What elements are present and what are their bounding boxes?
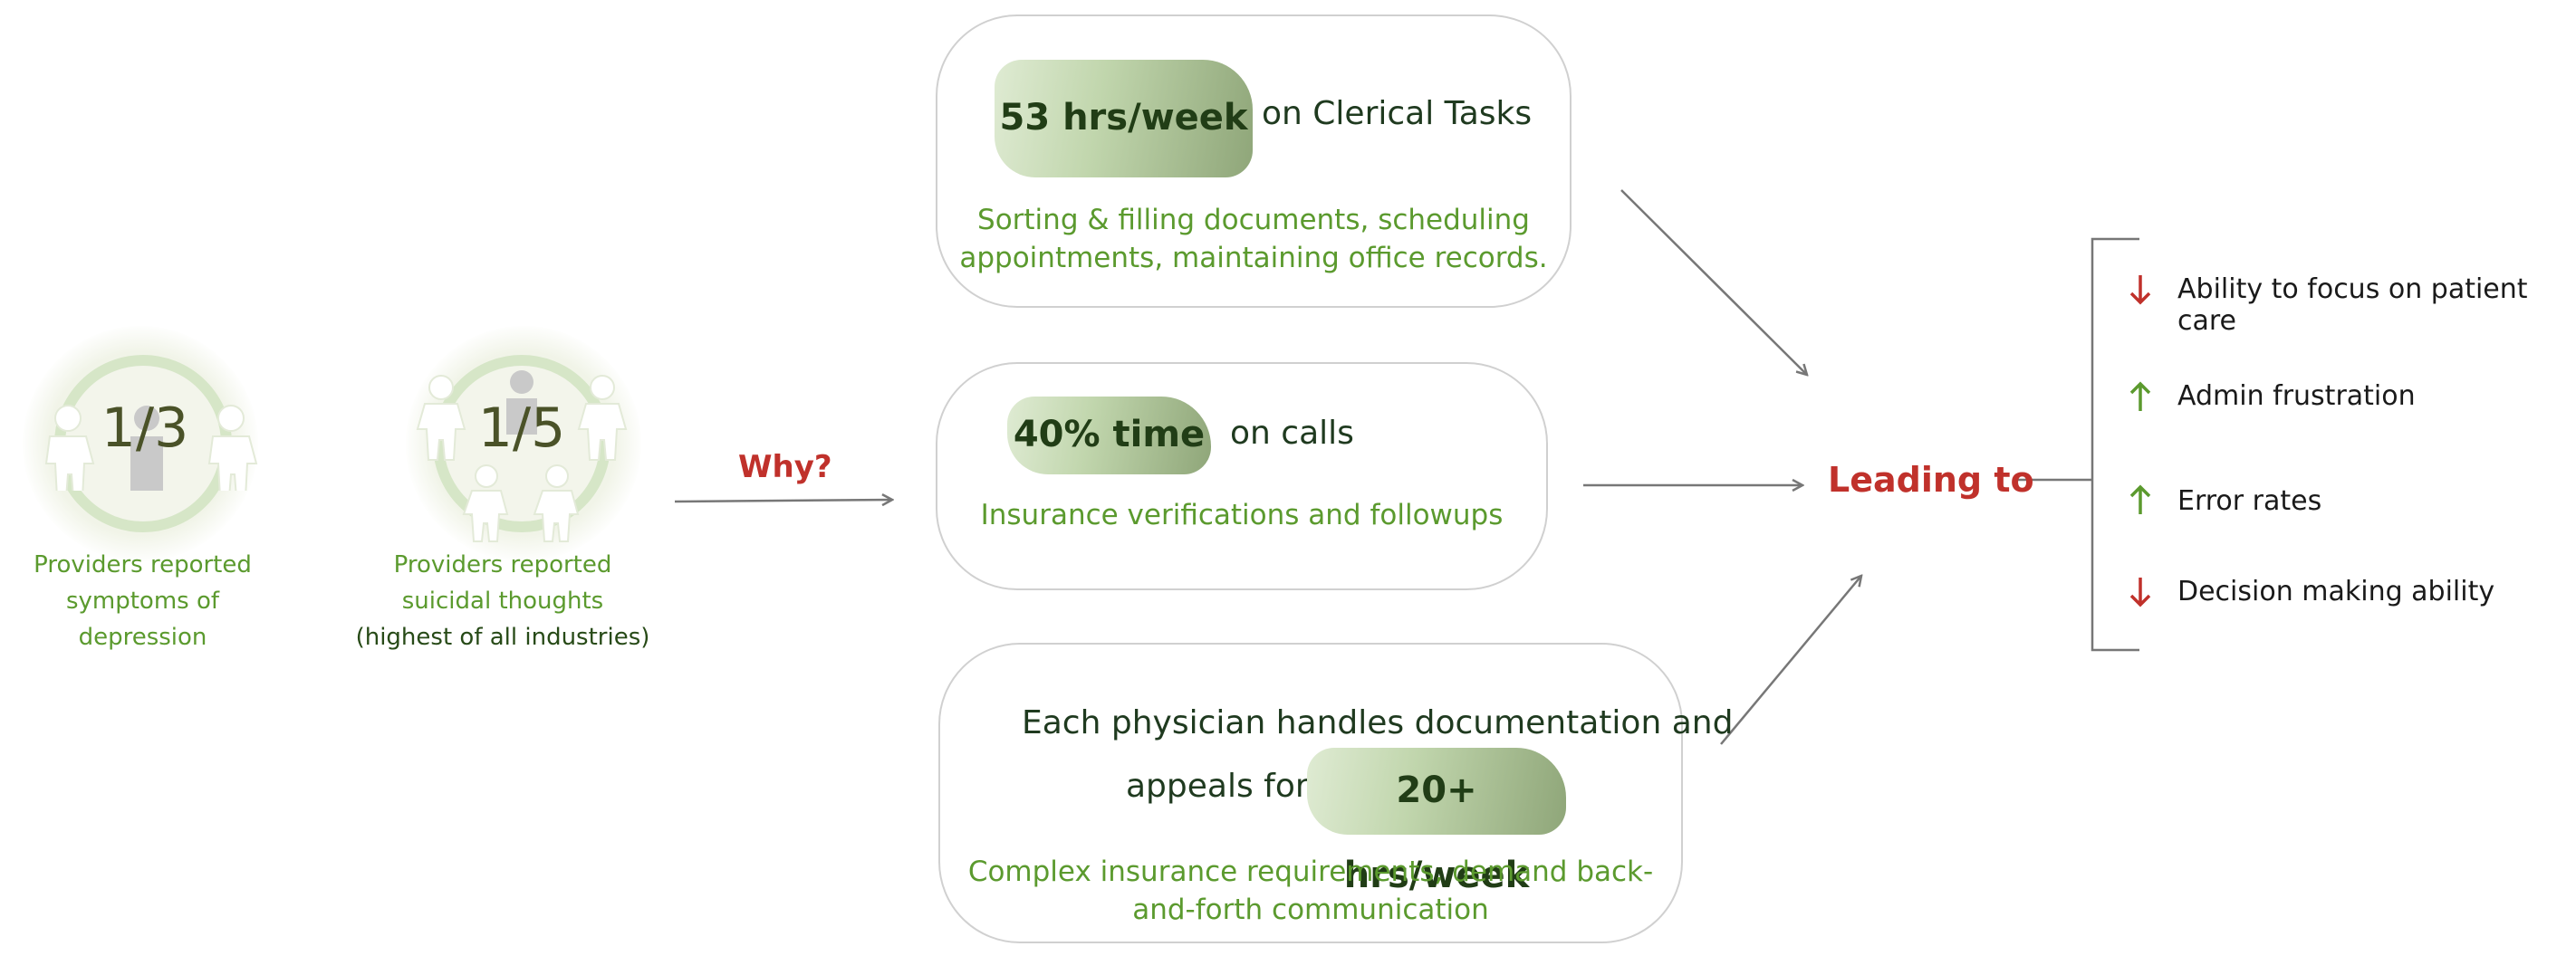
- stat-label-note: (highest of all industries): [355, 624, 650, 651]
- ratio-numerator: 1: [101, 397, 136, 460]
- description-line2: and-forth communication: [1132, 894, 1489, 926]
- ratio-denominator: 5: [531, 397, 566, 460]
- documentation-hours-highlight: 20+ hrs/week: [1307, 748, 1566, 896]
- clerical-hours-highlight: 53 hrs/week: [995, 60, 1253, 177]
- clerical-tasks-description: Sorting & filling documents, scheduling …: [936, 201, 1572, 277]
- description-line1: Insurance verifications and followups: [980, 499, 1504, 531]
- outcome-admin-frustration: Admin frustration: [2177, 380, 2416, 412]
- people-group-icon: [416, 370, 628, 542]
- down-arrow-icon: [2129, 578, 2151, 607]
- documentation-text-line2: appeals for: [1126, 768, 1309, 805]
- box3-arrow: [1720, 576, 1861, 745]
- ratio-denominator: 3: [154, 397, 189, 460]
- outcome-error-rates: Error rates: [2177, 485, 2322, 517]
- description-line2: appointments, maintaining office records…: [959, 242, 1548, 274]
- description-line1: Complex insurance requirements, demand b…: [967, 856, 1654, 888]
- stat-label-line2: suicidal thoughts: [401, 588, 604, 615]
- up-arrow-icon: [2129, 484, 2151, 514]
- ratio-slash: /: [512, 397, 532, 460]
- stat-suicidal-label: Providers reported suicidal thoughts (hi…: [353, 547, 652, 655]
- highlight-text: 20+ hrs/week: [1343, 770, 1530, 896]
- outcome-bracket: [2091, 237, 2139, 652]
- stat-depression-label: Providers reported symptoms of depressio…: [0, 547, 285, 655]
- calls-description: Insurance verifications and followups: [936, 496, 1548, 534]
- description-line1: Sorting & filling documents, scheduling: [977, 204, 1530, 236]
- documentation-description: Complex insurance requirements, demand b…: [938, 853, 1683, 929]
- documentation-text-line1: Each physician handles documentation and: [1022, 704, 1734, 741]
- why-label: Why?: [738, 449, 832, 485]
- box1-arrow: [1620, 189, 1807, 375]
- outcome-decision-making: Decision making ability: [2177, 576, 2495, 607]
- people-icon: [44, 405, 258, 491]
- down-arrow-icon: [2129, 275, 2151, 305]
- leading-to-label: Leading to: [1828, 460, 2034, 500]
- stat-label-line2: symptoms of depression: [65, 588, 220, 651]
- up-arrow-icon: [2129, 381, 2151, 411]
- ratio-numerator: 1: [477, 397, 513, 460]
- calls-time-highlight: 40% time: [1007, 397, 1211, 474]
- calls-text: on calls: [1230, 415, 1354, 452]
- clerical-tasks-text: on Clerical Tasks: [1262, 95, 1533, 132]
- stat-label-line1: Providers reported: [393, 551, 612, 578]
- highlight-text: 53 hrs/week: [999, 97, 1248, 139]
- stat-depression-ratio: 1/3: [54, 397, 235, 460]
- stat-suicidal-ratio: 1/5: [431, 397, 612, 460]
- outcome-patient-care: Ability to focus on patient care: [2177, 273, 2528, 337]
- ratio-slash: /: [135, 397, 155, 460]
- why-arrow: [674, 500, 892, 502]
- stat-label-line1: Providers reported: [34, 551, 252, 578]
- highlight-text: 40% time: [1013, 414, 1206, 455]
